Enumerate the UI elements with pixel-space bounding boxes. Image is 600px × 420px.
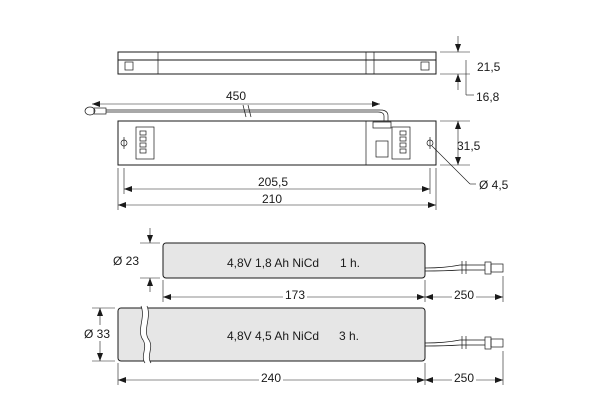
- driver-side-view: [117, 36, 474, 96]
- driver-width-label: 31,5: [457, 139, 481, 153]
- hole-diameter-label: Ø 4,5: [479, 178, 509, 192]
- driver-height-label: 21,5: [477, 60, 501, 74]
- battery-2: [92, 305, 504, 385]
- driver-top-view: [117, 120, 476, 210]
- battery-1-spec: 4,8V 1,8 Ah NiCd: [227, 256, 319, 270]
- driver-depth-label: 16,8: [476, 90, 500, 104]
- battery-2-duration: 3 h.: [339, 329, 359, 343]
- battery-2-length-label: 240: [261, 371, 281, 385]
- led-wire: [84, 101, 389, 121]
- driver-length-label: 210: [262, 192, 282, 206]
- battery-1-duration: 1 h.: [340, 256, 360, 270]
- battery-1-diameter-label: Ø 23: [113, 254, 139, 268]
- battery-2-spec: 4,8V 4,5 Ah NiCd: [227, 329, 319, 343]
- hole-spacing-label: 205,5: [258, 175, 288, 189]
- battery-2-cable-label: 250: [454, 371, 474, 385]
- battery-1-cable-label: 250: [454, 288, 474, 302]
- battery-2-diameter-label: Ø 33: [84, 327, 110, 341]
- battery-1: [140, 228, 504, 302]
- wire-length-label: 450: [226, 89, 246, 103]
- battery-1-length-label: 173: [285, 288, 305, 302]
